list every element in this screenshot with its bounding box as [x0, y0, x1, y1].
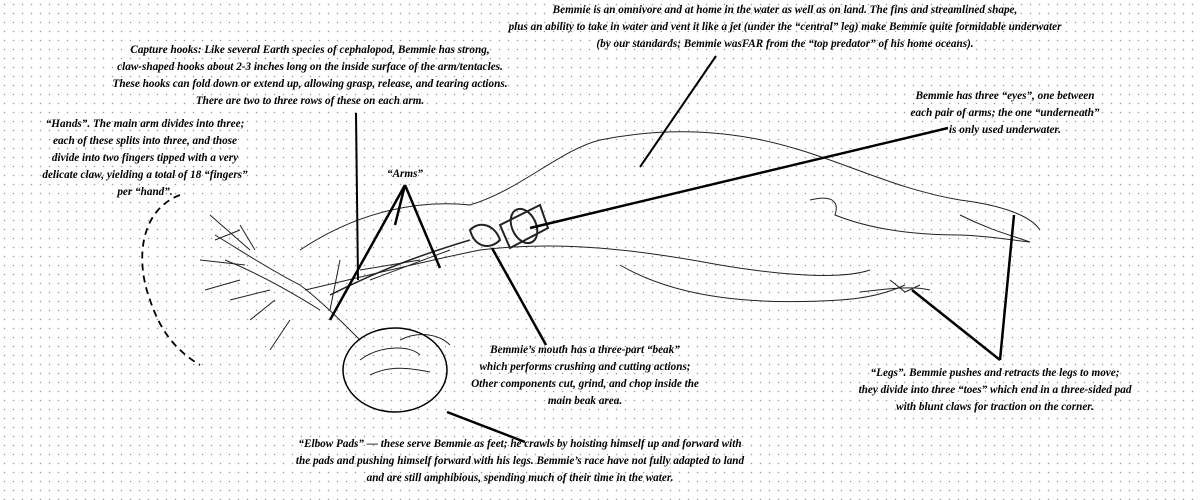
annotation-line: with blunt claws for traction on the cor…: [896, 401, 1094, 413]
annotation-line: Bemmie is an omnivore and at home in the…: [552, 4, 1018, 16]
annotation-line: claw-shaped hooks about 2-3 inches long …: [117, 61, 503, 73]
hands-dashed-outline: [141, 194, 201, 366]
elbow-pad-outline: [342, 327, 448, 413]
arms-pointer-3: [403, 184, 442, 269]
annotation-line: is only used underwater.: [949, 124, 1061, 136]
legs-pointer-2: [911, 289, 1001, 361]
annotation-line: each of these splits into three, and tho…: [53, 135, 237, 147]
annotation-line: Other components cut, grind, and chop in…: [471, 378, 699, 390]
annotation-line: Bemmie’s mouth has a three-part “beak”: [490, 344, 680, 356]
annotation-line: Bemmie has three “eyes”, one between: [915, 90, 1095, 102]
annotation-line: Capture hooks: Like several Earth specie…: [130, 44, 490, 56]
mouth-annotation: Bemmie’s mouth has a three-part “beak” w…: [460, 342, 710, 410]
elbow-pads-annotation: “Elbow Pads” — these serve Bemmie as fee…: [240, 436, 800, 487]
legs-annotation: “Legs”. Bemmie pushes and retracts the l…: [830, 365, 1160, 416]
annotation-line: “Elbow Pads” — these serve Bemmie as fee…: [298, 438, 742, 450]
eyes-annotation: Bemmie has three “eyes”, one between eac…: [880, 88, 1130, 139]
habitat-pointer: [639, 55, 717, 168]
annotation-line: These hooks can fold down or extend up, …: [112, 78, 508, 90]
annotation-line: per “hand”.: [117, 186, 173, 198]
annotation-line: delicate claw, yielding a total of 18 “f…: [42, 169, 248, 181]
annotation-line: and are still amphibious, spending much …: [366, 472, 674, 484]
annotation-line: each pair of arms; the one “underneath”: [910, 107, 1100, 119]
legs-pointer-1: [998, 214, 1016, 361]
elbow-pointer: [446, 410, 526, 444]
body-outline: [199, 131, 1041, 376]
eyes-pointer: [529, 126, 949, 230]
pointer-lines: [141, 55, 1016, 444]
annotation-line: divide into two fingers tipped with a ve…: [51, 152, 239, 164]
annotation-line: they divide into three “toes” which end …: [858, 384, 1132, 396]
annotation-line: main beak area.: [547, 395, 623, 407]
annotation-line: “Hands”. The main arm divides into three…: [45, 118, 245, 130]
hands-annotation: “Hands”. The main arm divides into three…: [0, 116, 290, 201]
annotation-line: (by our standards; Bemmie wasFAR from th…: [596, 38, 974, 50]
capture-hooks-pointer: [355, 112, 359, 281]
arms-pointer-2: [393, 184, 407, 226]
capture-hooks-annotation: Capture hooks: Like several Earth specie…: [60, 42, 560, 110]
annotation-line: “Legs”. Bemmie pushes and retracts the l…: [870, 367, 1120, 379]
mouth-pointer: [490, 247, 548, 346]
habitat-annotation: Bemmie is an omnivore and at home in the…: [470, 2, 1100, 53]
arms-label: “Arms”: [386, 168, 424, 180]
annotation-line: There are two to three rows of these on …: [195, 95, 425, 107]
annotation-line: which performs crushing and cutting acti…: [479, 361, 691, 373]
annotation-line: the pads and pushing himself forward wit…: [295, 455, 745, 467]
annotation-line: plus an ability to take in water and ven…: [508, 21, 1062, 33]
arms-pointer-1: [328, 184, 407, 321]
